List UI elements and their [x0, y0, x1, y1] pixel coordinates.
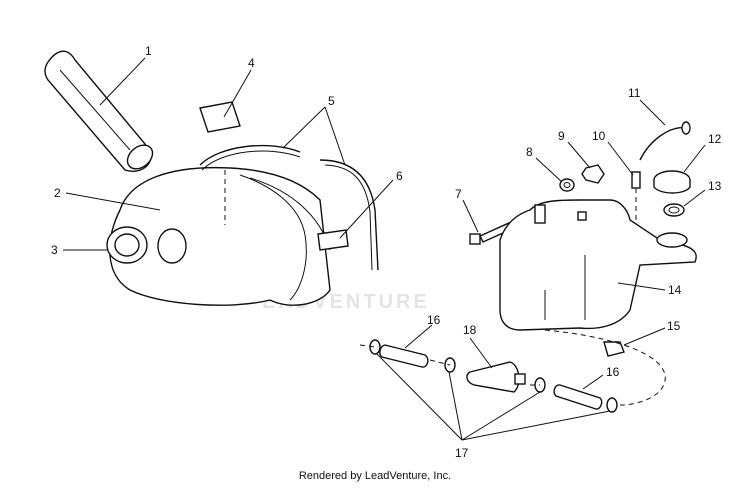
part-label-1: 1 — [145, 44, 152, 58]
part-label-6: 6 — [396, 169, 403, 183]
hose-segment-part-16a — [379, 344, 429, 368]
part-label-4: 4 — [248, 56, 255, 70]
small-hose-part-11 — [639, 121, 691, 161]
part-label-11: 11 — [628, 86, 641, 100]
neck-ring-part-3 — [106, 226, 148, 264]
part-label-16a: 16 — [427, 313, 441, 327]
decal-part-4 — [199, 101, 241, 133]
part-label-8: 8 — [526, 145, 533, 159]
part-label-2: 2 — [54, 186, 61, 200]
part-label-14: 14 — [668, 283, 682, 297]
hose-segment-part-16b — [553, 384, 603, 410]
nut-part-9 — [581, 164, 605, 184]
reservoir-part-14 — [499, 199, 697, 331]
leader-lines — [63, 57, 706, 441]
gasket-part-13 — [663, 203, 685, 217]
hose-part-1 — [44, 50, 154, 172]
filter-part-18 — [466, 361, 526, 393]
fitting-part-15 — [603, 341, 625, 357]
part-label-17: 17 — [455, 446, 469, 460]
fuel-line-route — [544, 329, 666, 406]
washer-part-8 — [559, 178, 575, 192]
part-label-9: 9 — [558, 129, 565, 143]
part-label-13: 13 — [708, 179, 722, 193]
oil-tank-part-2 — [109, 166, 331, 306]
cap-part-12 — [653, 170, 691, 194]
part-label-10: 10 — [592, 129, 606, 143]
fuel-line-route-left — [359, 344, 540, 386]
credit-text: Rendered by LeadVenture, Inc. — [298, 470, 452, 482]
vent-hoses-part-5 — [199, 144, 379, 271]
part-label-3: 3 — [51, 243, 58, 257]
part-label-16b: 16 — [606, 365, 620, 379]
pad-part-6 — [317, 229, 349, 251]
part-label-5: 5 — [328, 94, 335, 108]
part-label-12: 12 — [708, 132, 722, 146]
part-label-18: 18 — [463, 323, 477, 337]
part-label-7: 7 — [455, 187, 462, 201]
part-label-15: 15 — [667, 319, 681, 333]
